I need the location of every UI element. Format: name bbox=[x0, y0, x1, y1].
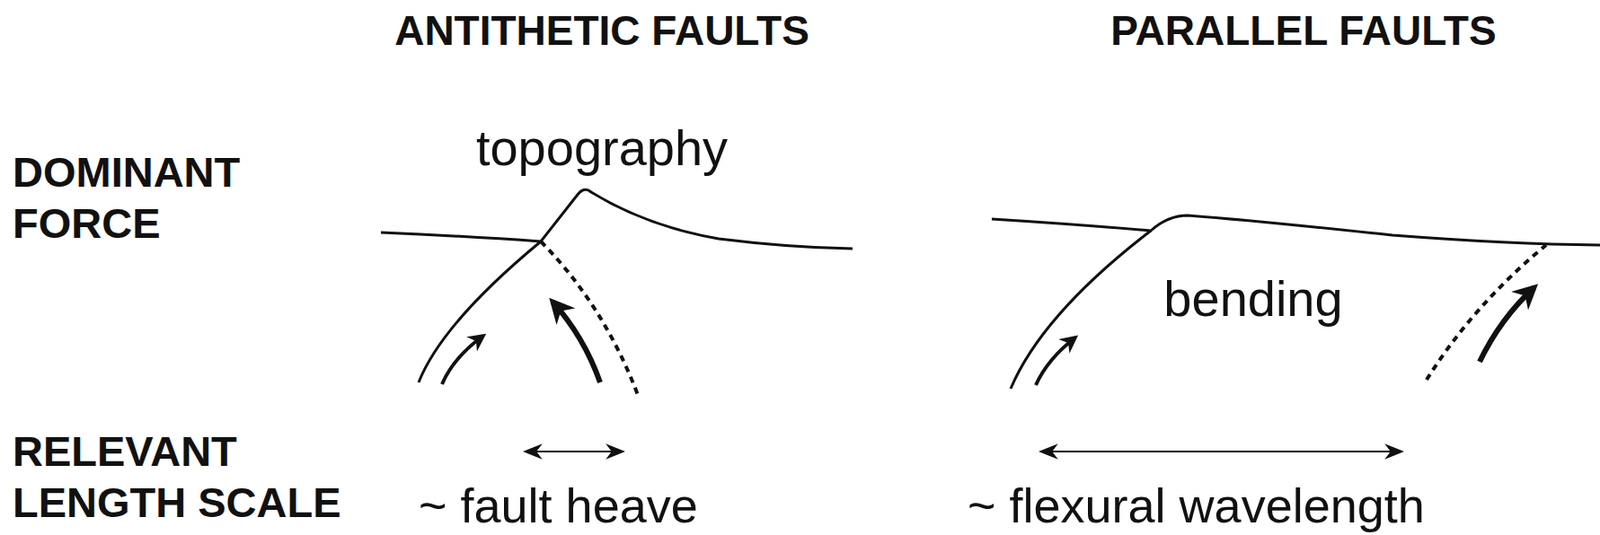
length-label: ~ flexural wavelength bbox=[967, 481, 1425, 531]
force-label: topography bbox=[467, 123, 737, 174]
slip-arrow bbox=[1479, 287, 1535, 363]
column-heading: PARALLEL FAULTS bbox=[1078, 9, 1529, 52]
column-heading: ANTITHETIC FAULTS bbox=[377, 9, 827, 52]
antithetic-fault bbox=[540, 241, 638, 396]
row-heading: RELEVANT LENGTH SCALE bbox=[12, 425, 363, 529]
topography-profile bbox=[380, 189, 853, 249]
parallel-fault bbox=[1426, 245, 1547, 381]
row-heading: DOMINANT FORCE bbox=[12, 146, 283, 249]
topography-profile bbox=[991, 215, 1600, 246]
length-arrow bbox=[1040, 450, 1403, 453]
main-fault bbox=[1010, 230, 1151, 389]
slip-arrow bbox=[552, 301, 601, 383]
length-label: ~ fault heave bbox=[418, 481, 699, 531]
length-arrow bbox=[524, 450, 624, 453]
slip-arrow bbox=[441, 335, 484, 385]
main-fault bbox=[418, 241, 541, 383]
force-label: bending bbox=[1118, 274, 1388, 325]
slip-arrow bbox=[1035, 337, 1076, 386]
